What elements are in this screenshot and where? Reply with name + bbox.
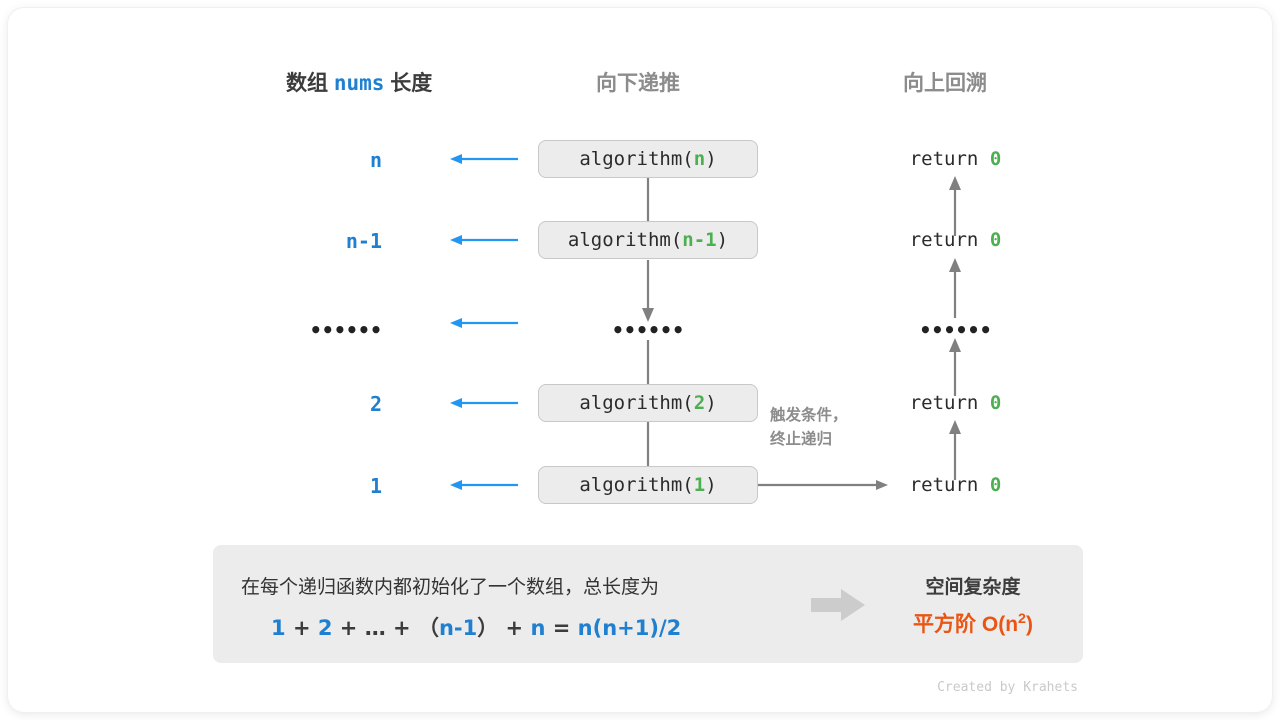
middle-ellipsis: •••••• [611,318,685,342]
call-box-row-4[interactable]: algorithm(1) [538,466,758,504]
formula-op-2: + [339,616,358,640]
length-label-row-3: 2 [369,392,382,416]
formula-ellipsis: … [364,616,386,640]
return-label-row-3: return 0 [868,392,1043,414]
base-case-return-arrow [758,477,890,493]
complexity-bigo-tail: ) [1025,613,1033,636]
right-ellipsis: •••••• [919,318,992,342]
trigger-condition-line-2: 终止递归 [770,431,833,449]
block-arrow-icon [811,588,867,622]
footer-credit: Created by Krahets [937,680,1078,695]
left-arrow-row-4 [448,477,520,493]
formula-term-4: n-1 [438,616,478,640]
length-label-row-0: n [369,148,382,172]
return-value-row-3: 0 [989,392,1002,414]
formula-rparen: ） [477,616,499,640]
complexity-value: 平方阶 O(n2) [873,608,1073,638]
up-arrow-4-to-3 [945,420,965,480]
call-box-row-4-suffix: ) [705,474,717,496]
complexity-title: 空间复杂度 [925,577,1021,598]
return-keyword-row-1: return [909,229,979,251]
up-arrow-1-to-0 [945,176,965,236]
call-box-row-3-prefix: algorithm( [579,392,694,414]
complexity-exponent: 2 [1018,611,1026,627]
summary-panel: 在每个递归函数内都初始化了一个数组，总长度为 1 + 2 + … + （n-1）… [213,545,1083,663]
call-box-row-1-suffix: ) [716,229,729,251]
call-box-row-3-suffix: ) [705,392,717,414]
complexity-order-label: 平方阶 [913,613,977,636]
trigger-condition-note: 触发条件， 终止递归 [770,404,848,452]
length-label-row-2-ellipsis: •••••• [309,318,382,342]
length-label-row-4: 1 [369,474,382,498]
formula-equals: = [552,616,571,640]
call-box-row-4-prefix: algorithm( [579,474,694,496]
length-label-row-1: n-1 [345,229,382,253]
trigger-condition-line-1: 触发条件， [770,407,848,424]
call-box-row-1-arg: n-1 [682,229,717,251]
call-box-row-0-arg: n [693,148,706,170]
diagram-card: 数组 nums 长度 向下递推 向上回溯 n algorithm(n) retu… [8,8,1272,712]
left-arrow-row-1 [448,232,520,248]
call-box-row-1-prefix: algorithm( [567,229,683,251]
return-label-row-1: return 0 [868,229,1043,251]
formula-term-2: 2 [317,616,333,640]
call-box-row-0-prefix: algorithm( [579,148,694,170]
return-keyword-row-3: return [909,392,979,414]
formula-op-3: + [393,616,411,640]
return-value-row-4: 0 [989,474,1002,496]
header-array-prefix: 数组 [286,72,328,95]
formula-term-1: 1 [271,616,286,640]
return-keyword-row-0: return [909,148,979,170]
header-array-length: 数组 nums 长度 [286,67,432,97]
call-box-row-0[interactable]: algorithm(n) [538,140,758,178]
header-backtrack-up: 向上回溯 [903,72,987,95]
summary-description: 在每个递归函数内都初始化了一个数组，总长度为 [241,577,660,598]
call-box-row-0-suffix: ) [705,148,717,170]
complexity-bigo-prefix: O(n [981,613,1019,636]
return-label-row-4: return 0 [868,474,1043,496]
up-arrow-dots-to-1 [945,258,965,318]
left-arrow-row-3 [448,395,520,411]
header-array-code: nums [333,71,385,95]
header-array-suffix: 长度 [390,72,433,95]
up-arrow-3-to-dots [945,338,965,396]
left-arrow-row-0 [448,151,520,167]
call-box-row-1[interactable]: algorithm(n-1) [538,221,758,259]
header-recurse-down: 向下递推 [596,72,680,95]
return-value-row-1: 0 [989,229,1002,251]
call-box-row-4-arg: 1 [693,474,706,496]
formula-result: n(n+1)/2 [577,616,682,640]
left-arrow-row-2 [448,315,520,331]
return-keyword-row-4: return [909,474,979,496]
formula-term-5: n [530,616,546,640]
call-box-row-3-arg: 2 [693,392,706,414]
formula-lparen: （ [417,616,439,640]
formula-op-1: + [292,616,311,640]
down-arrow-1-to-dots [638,260,658,322]
formula-op-4: + [505,616,524,640]
return-label-row-0: return 0 [868,148,1043,170]
call-box-row-3[interactable]: algorithm(2) [538,384,758,422]
return-value-row-0: 0 [989,148,1002,170]
summary-formula: 1 + 2 + … + （n-1） + n = n(n+1)/2 [271,612,681,642]
